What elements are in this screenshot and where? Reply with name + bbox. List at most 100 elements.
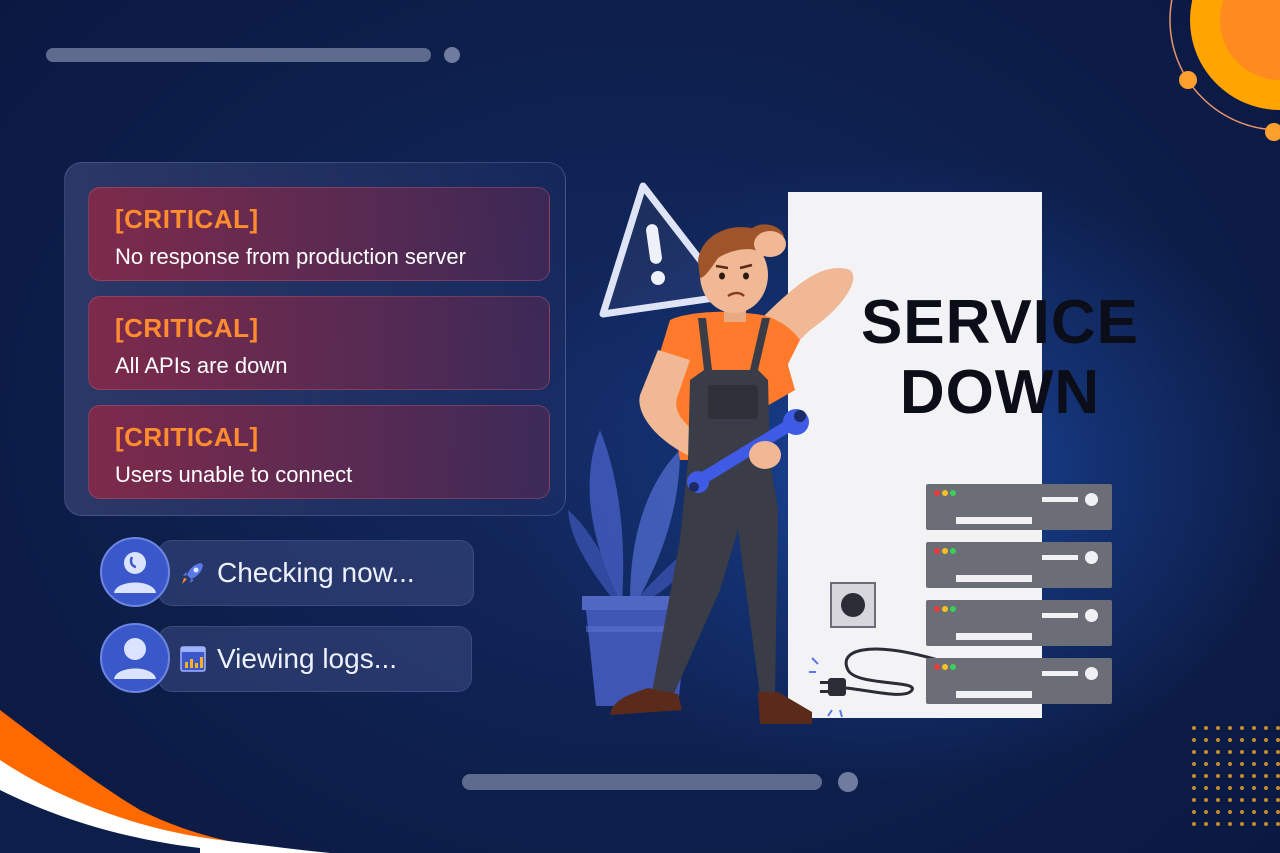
pattern-dot	[1252, 774, 1256, 778]
pattern-dot	[1240, 750, 1244, 754]
technician-illustration	[610, 224, 854, 724]
pattern-dot	[1264, 738, 1268, 742]
power-outlet	[830, 582, 876, 628]
log-window-icon	[180, 646, 206, 672]
alert-card[interactable]: [CRITICAL] All APIs are down	[88, 296, 550, 390]
pattern-dot	[1240, 786, 1244, 790]
pattern-dot	[1204, 738, 1208, 742]
alert-message: No response from production server	[115, 244, 466, 269]
pattern-dot	[1276, 810, 1280, 814]
warning-icon	[599, 182, 732, 318]
pattern-dot	[1192, 726, 1196, 730]
alert-card[interactable]: [CRITICAL] No response from production s…	[88, 187, 550, 281]
server-unit	[926, 484, 1112, 530]
pattern-dot	[1216, 726, 1220, 730]
sun-decoration	[1169, 0, 1280, 141]
user-icon	[114, 552, 156, 593]
pattern-dot	[1264, 774, 1268, 778]
pattern-dot	[1276, 786, 1280, 790]
pattern-dot	[1276, 774, 1280, 778]
pattern-dot	[1228, 762, 1232, 766]
pattern-dot	[1276, 750, 1280, 754]
status-item-checking[interactable]: Checking now...	[158, 540, 474, 606]
pattern-dot	[1204, 822, 1208, 826]
avatar	[100, 537, 170, 607]
pattern-dot	[1192, 822, 1196, 826]
pattern-dot	[1240, 726, 1244, 730]
pattern-dot	[1216, 810, 1220, 814]
pattern-dot	[1276, 762, 1280, 766]
pattern-dot	[1252, 738, 1256, 742]
pattern-dot	[1264, 726, 1268, 730]
status-label: Viewing logs...	[217, 643, 398, 674]
pattern-dot	[1264, 786, 1268, 790]
top-slider-dot	[444, 47, 460, 63]
pattern-dot	[1276, 738, 1280, 742]
pattern-dot	[1240, 762, 1244, 766]
pattern-dot	[1240, 810, 1244, 814]
alert-message: Users unable to connect	[115, 462, 353, 487]
server-unit	[926, 658, 1112, 704]
pattern-dot	[1204, 762, 1208, 766]
pattern-dot	[1228, 810, 1232, 814]
rocket-icon	[182, 563, 203, 584]
pattern-dot	[1228, 798, 1232, 802]
pattern-dot	[1216, 774, 1220, 778]
pattern-dot	[1204, 726, 1208, 730]
server-unit	[926, 600, 1112, 646]
pattern-dot	[1276, 822, 1280, 826]
pattern-dot	[1252, 786, 1256, 790]
pattern-dot	[1276, 798, 1280, 802]
pattern-dot	[1204, 750, 1208, 754]
pattern-dot	[1264, 750, 1268, 754]
alert-card[interactable]: [CRITICAL] Users unable to connect	[88, 405, 550, 499]
server-unit	[926, 542, 1112, 588]
pattern-dot	[1228, 738, 1232, 742]
title-line-2: DOWN	[899, 358, 1101, 427]
pattern-dot	[1216, 762, 1220, 766]
status-label: Checking now...	[217, 557, 415, 588]
pattern-dot	[1216, 738, 1220, 742]
unplugged-cable	[809, 647, 939, 718]
pattern-dot	[1216, 786, 1220, 790]
dot-pattern-decoration	[1192, 726, 1280, 826]
pattern-dot	[1252, 798, 1256, 802]
pattern-dot	[1252, 762, 1256, 766]
pattern-dot	[1276, 726, 1280, 730]
pattern-dot	[1204, 774, 1208, 778]
bottom-slider-dot	[838, 772, 858, 792]
pattern-dot	[1228, 750, 1232, 754]
alert-severity: [CRITICAL]	[115, 313, 259, 343]
pattern-dot	[1252, 750, 1256, 754]
pattern-dot	[1252, 726, 1256, 730]
status-item-logs[interactable]: Viewing logs...	[158, 626, 472, 692]
pattern-dot	[1228, 822, 1232, 826]
pattern-dot	[1204, 798, 1208, 802]
pattern-dot	[1192, 798, 1196, 802]
avatar	[100, 623, 170, 693]
pattern-dot	[1240, 774, 1244, 778]
pattern-dot	[1240, 822, 1244, 826]
pattern-dot	[1192, 774, 1196, 778]
pattern-dot	[1204, 786, 1208, 790]
alert-severity: [CRITICAL]	[115, 204, 259, 234]
swoosh-decoration	[0, 710, 330, 853]
pattern-dot	[1228, 786, 1232, 790]
bottom-progress-bar	[462, 774, 822, 790]
pattern-dot	[1192, 762, 1196, 766]
service-down-title: SERVICE DOWN	[845, 288, 1155, 428]
pattern-dot	[1264, 810, 1268, 814]
pattern-dot	[1228, 774, 1232, 778]
pattern-dot	[1192, 810, 1196, 814]
pattern-dot	[1192, 750, 1196, 754]
pattern-dot	[1192, 738, 1196, 742]
pattern-dot	[1240, 738, 1244, 742]
pattern-dot	[1240, 798, 1244, 802]
alert-severity: [CRITICAL]	[115, 422, 259, 452]
pattern-dot	[1216, 798, 1220, 802]
pattern-dot	[1264, 762, 1268, 766]
pattern-dot	[1252, 810, 1256, 814]
pattern-dot	[1216, 750, 1220, 754]
pattern-dot	[1228, 726, 1232, 730]
pattern-dot	[1264, 798, 1268, 802]
